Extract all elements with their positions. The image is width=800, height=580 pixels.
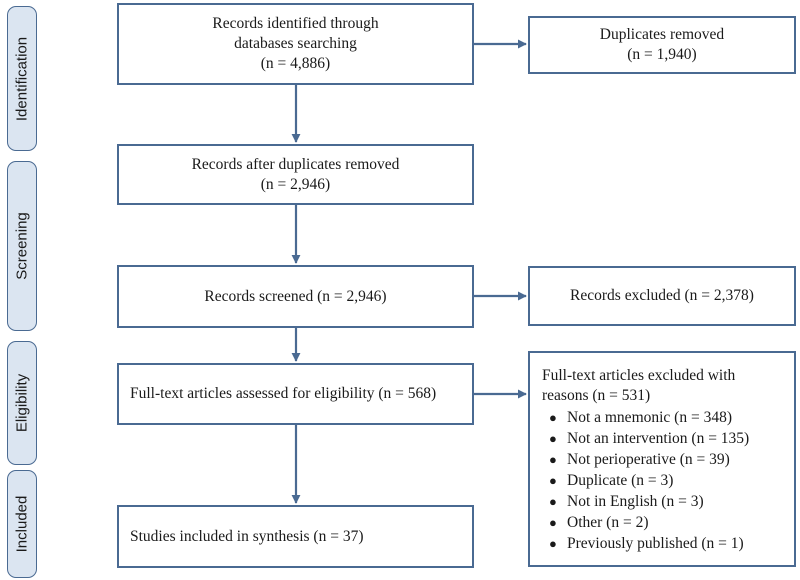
stage-included: Included [7, 470, 37, 578]
exclusion-reasons-list: ● Not a mnemonic (n = 348) ● Not an interv… [542, 407, 784, 554]
stage-identification: Identification [7, 6, 37, 151]
stage-eligibility: Eligibility [7, 341, 37, 465]
full-text-assessed-box: Full-text articles assessed for eligibil… [117, 363, 474, 425]
records-after-duplicates-line1: Records after duplicates removed [191, 155, 400, 173]
full-text-excluded-heading-line2: reasons (n = 531) [542, 387, 651, 404]
studies-included-box: Studies included in synthesis (n = 37) [117, 505, 474, 568]
full-text-excluded-heading-line1: Full-text articles excluded with [542, 367, 736, 384]
bullet-icon: ● [549, 536, 557, 551]
full-text-excluded-box: Full-text articles excluded with reasons… [528, 351, 796, 567]
exclusion-reason-item: ● Not an intervention (n = 135) [549, 428, 784, 449]
records-identified-line2: databases searching [234, 35, 357, 52]
exclusion-reason-text: Not an intervention (n = 135) [567, 430, 750, 447]
exclusion-reason-item: ● Not perioperative (n = 39) [549, 449, 784, 470]
exclusion-reason-text: Duplicate (n = 3) [567, 472, 674, 489]
records-identified-line1: Records identified through [212, 15, 379, 32]
bullet-icon: ● [549, 431, 557, 446]
duplicates-removed-line1: Duplicates removed [599, 26, 725, 43]
studies-included-text: Studies included in synthesis (n = 37) [130, 527, 364, 545]
records-screened-box: Records screened (n = 2,946) [117, 265, 474, 328]
exclusion-reason-item: ● Not a mnemonic (n = 348) [549, 407, 784, 428]
bullet-icon: ● [549, 452, 557, 467]
records-identified-count: (n = 4,886) [260, 55, 331, 72]
exclusion-reason-text: Other (n = 2) [567, 514, 649, 531]
full-text-assessed-text: Full-text articles assessed for eligibil… [130, 385, 437, 402]
records-identified-box: Records identified through databases sea… [117, 3, 474, 85]
records-after-duplicates-box: Records after duplicates removed (n = 2,… [117, 144, 474, 205]
bullet-icon: ● [549, 494, 557, 509]
duplicates-removed-count: (n = 1,940) [627, 46, 697, 63]
exclusion-reason-text: Not perioperative (n = 39) [567, 451, 730, 468]
exclusion-reason-item: ● Duplicate (n = 3) [549, 470, 784, 491]
stage-screening: Screening [7, 161, 37, 331]
bullet-icon: ● [549, 515, 557, 530]
duplicates-removed-box: Duplicates removed (n = 1,940) [528, 16, 796, 74]
records-excluded-box: Records excluded (n = 2,378) [528, 266, 796, 326]
bullet-icon: ● [549, 473, 557, 488]
exclusion-reason-item: ● Other (n = 2) [549, 512, 784, 533]
exclusion-reason-text: Not in English (n = 3) [567, 493, 704, 510]
records-excluded-text: Records excluded (n = 2,378) [570, 287, 754, 304]
exclusion-reason-item: ● Not in English (n = 3) [549, 491, 784, 512]
records-screened-text: Records screened (n = 2,946) [204, 287, 387, 305]
exclusion-reason-item: ● Previously published (n = 1) [549, 533, 784, 554]
exclusion-reason-text: Not a mnemonic (n = 348) [567, 409, 732, 426]
bullet-icon: ● [549, 410, 557, 425]
records-after-duplicates-count: (n = 2,946) [260, 175, 331, 193]
exclusion-reason-text: Previously published (n = 1) [567, 535, 744, 552]
